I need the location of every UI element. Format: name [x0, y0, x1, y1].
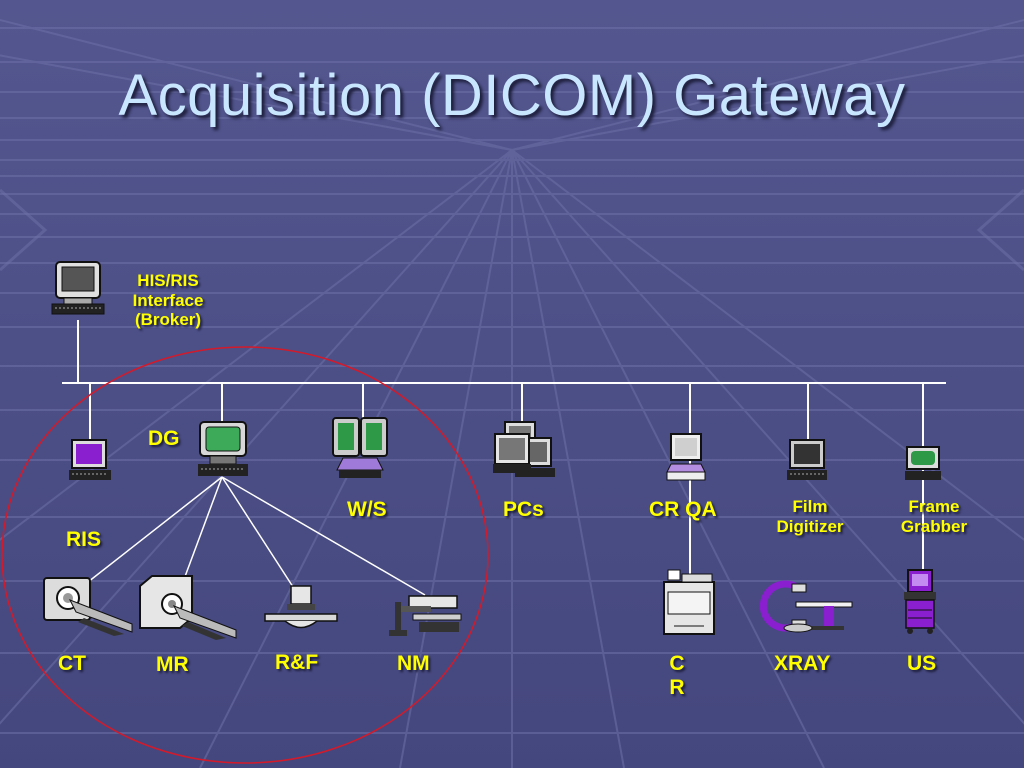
purple-terminal-icon	[69, 439, 111, 480]
ris-label: RIS	[66, 528, 102, 551]
page-title: Acquisition (DICOM) Gateway	[118, 63, 906, 128]
ultrasound-cart-icon	[904, 569, 936, 634]
green-workstation-icon	[198, 421, 248, 476]
dg-to-nm-line	[221, 476, 426, 596]
cr-label: C R	[669, 652, 685, 700]
dg-to-ct-line	[87, 476, 223, 583]
rf-unit-icon	[264, 585, 338, 629]
frame-grabber-icon	[905, 446, 941, 480]
his-ris-label: HIS/RIS Interface (Broker)	[132, 271, 204, 330]
c-arm-xray-icon	[759, 580, 853, 633]
dg-label: DG	[148, 427, 180, 450]
xray-label: XRAY	[774, 652, 831, 675]
film-digitizer-icon	[787, 439, 827, 480]
dg-to-rf-line	[221, 476, 296, 591]
gateway-domain-ellipse	[1, 346, 489, 764]
film-digitizer-label: Film Digitizer	[776, 497, 844, 536]
dual-monitor-workstation-icon	[332, 417, 388, 478]
cr-qa-workstation-icon	[666, 433, 706, 481]
computer-workstation-icon	[51, 261, 105, 315]
rf-label: R&F	[275, 651, 319, 674]
us-label: US	[907, 652, 937, 675]
cr-reader-icon	[663, 569, 715, 635]
dg-to-mr-line	[179, 476, 223, 591]
nm-label: NM	[397, 652, 430, 675]
frame-grabber-label: Frame Grabber	[900, 497, 968, 536]
mr-label: MR	[156, 653, 189, 676]
mr-scanner-icon	[139, 575, 237, 640]
cr-qa-label: CR QA	[649, 498, 717, 521]
pcs-label: PCs	[503, 498, 544, 521]
ws-label: W/S	[347, 498, 387, 521]
ct-label: CT	[58, 652, 86, 675]
ct-scanner-icon	[43, 577, 133, 636]
stacked-pcs-icon	[493, 421, 555, 477]
nm-camera-icon	[389, 595, 462, 636]
